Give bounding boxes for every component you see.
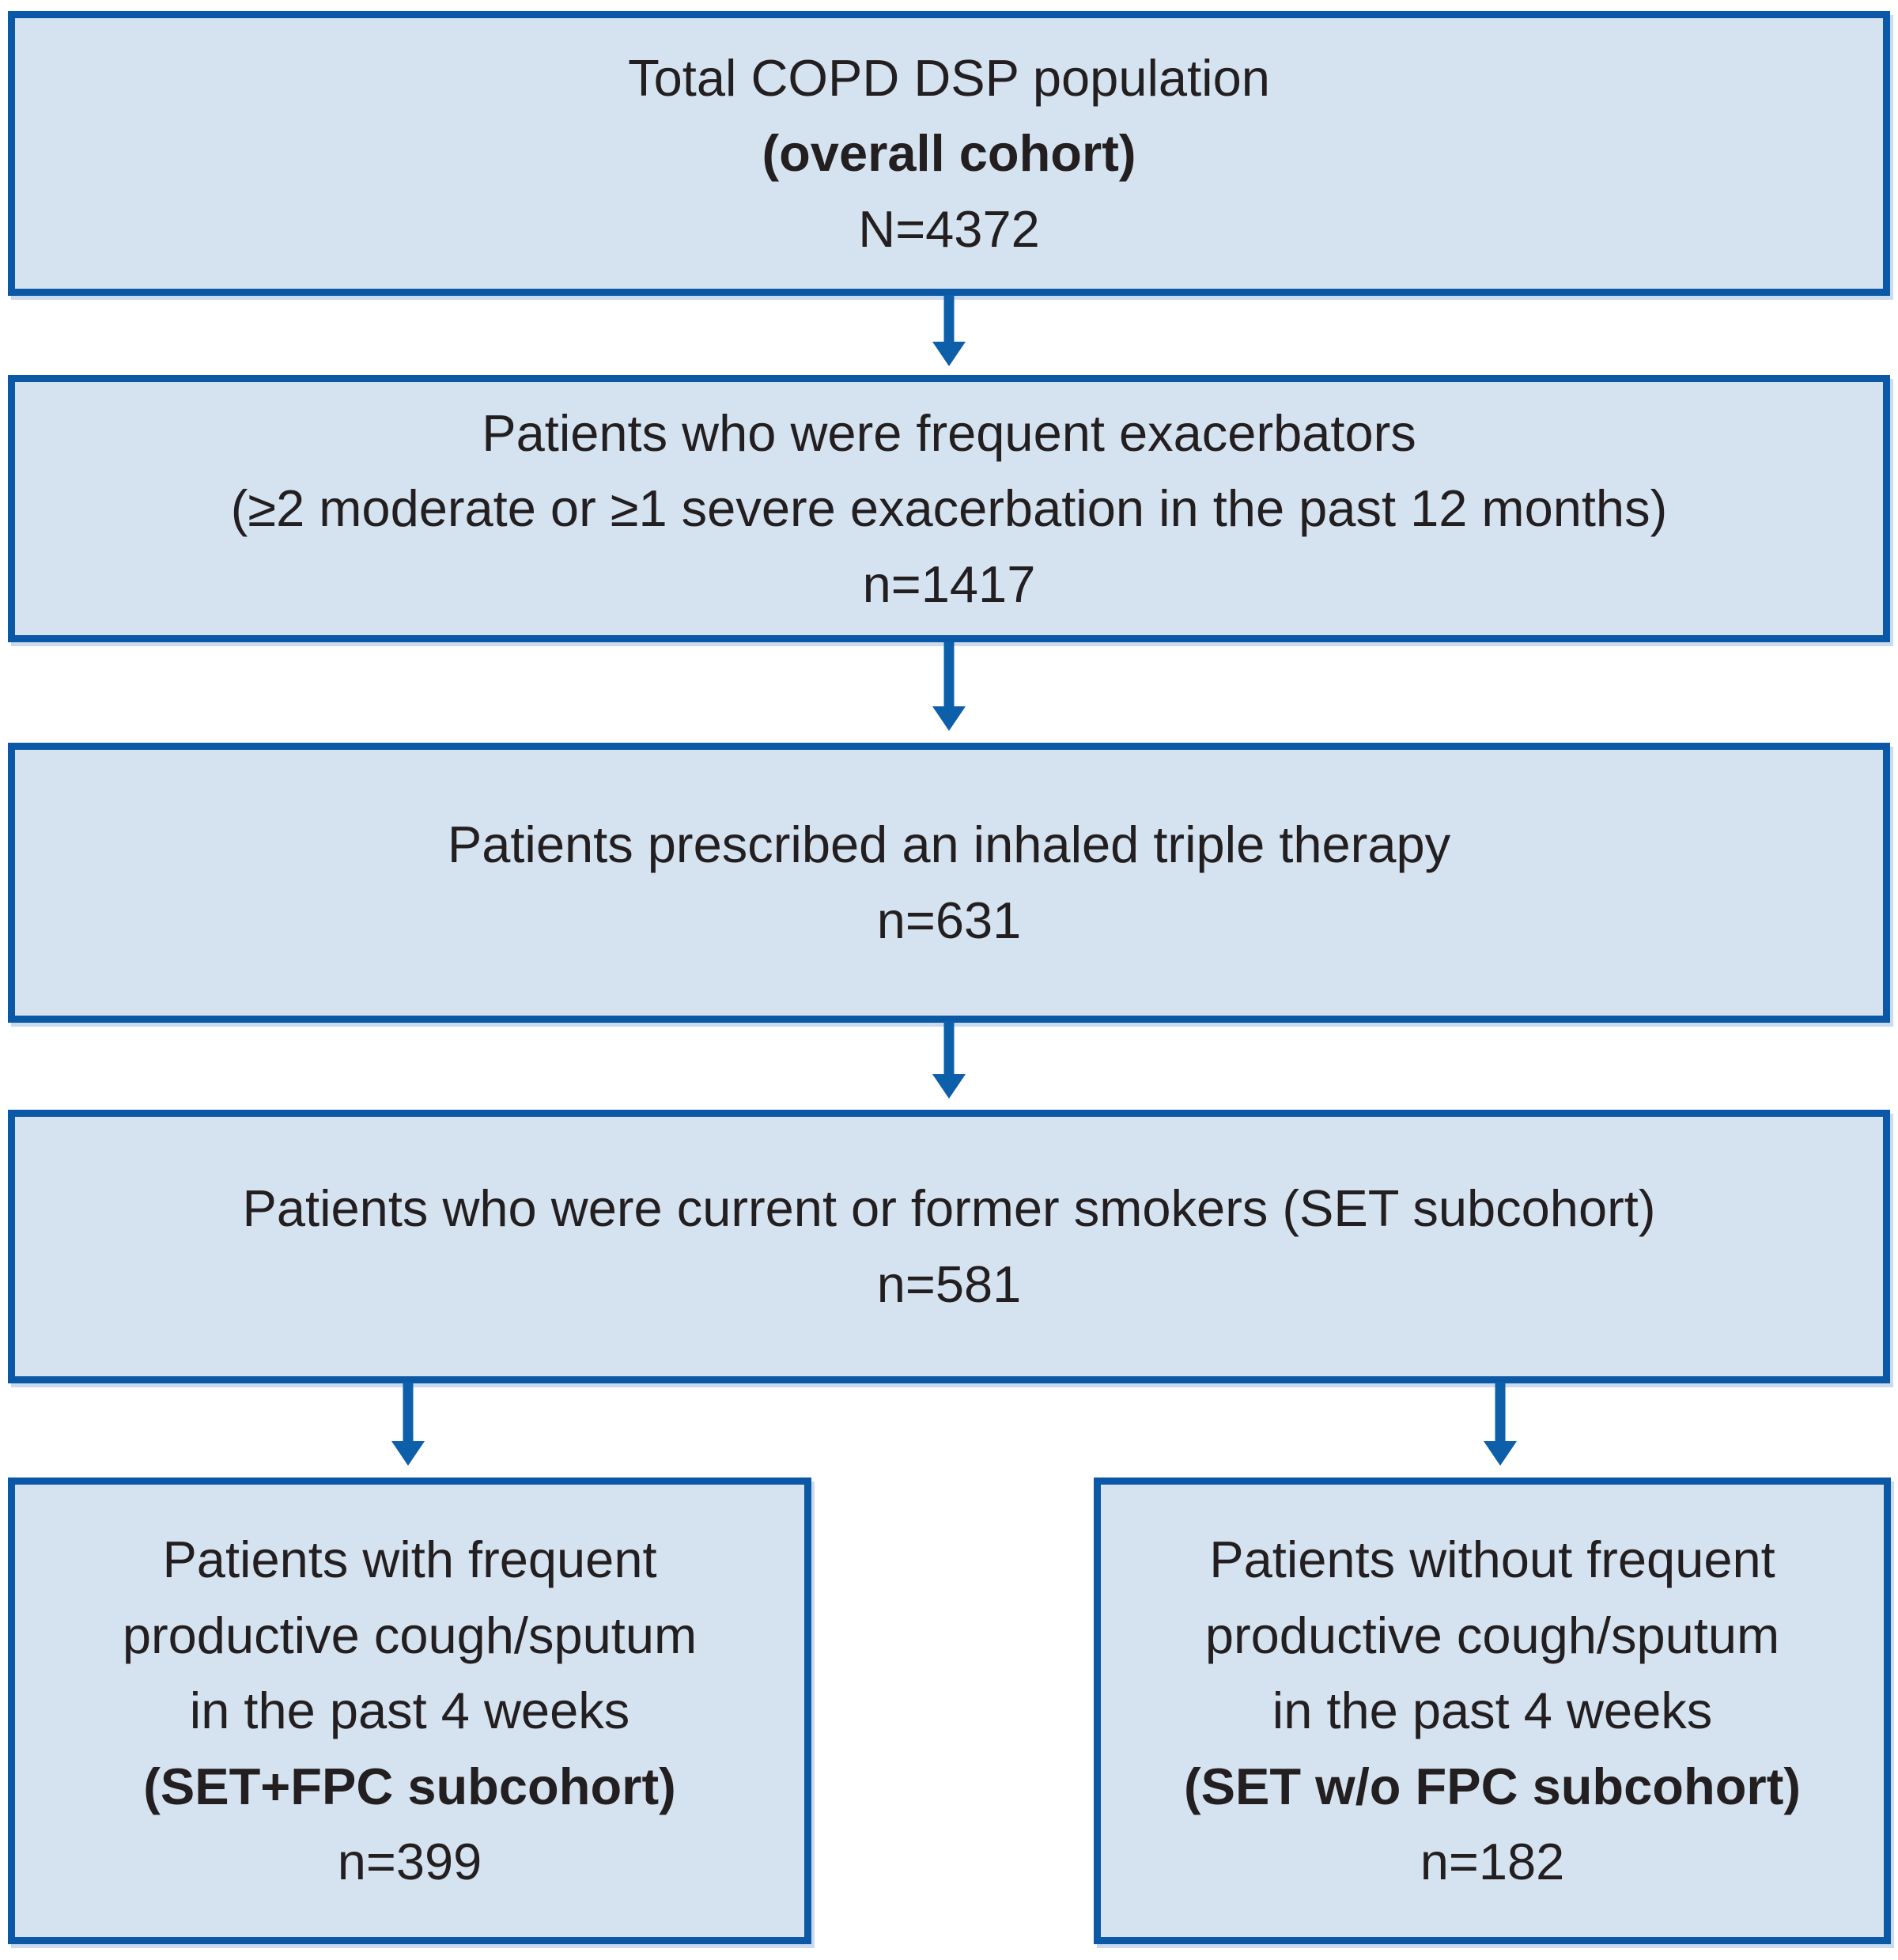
arrow-head [932, 1074, 966, 1099]
arrow-down-icon [932, 1021, 966, 1099]
box-title: Patients who were current or former smok… [242, 1179, 1656, 1238]
arrow-down-left-branch-icon [391, 1382, 425, 1466]
arrow-stem [943, 295, 955, 342]
arrow-down-right-branch-icon [1483, 1382, 1518, 1466]
box-cohort-label: (SET w/o FPC subcohort) [1184, 1757, 1801, 1815]
arrow-stem [403, 1382, 414, 1442]
flow-box-frequent-exacerbators: Patients who were frequent exacerbators … [8, 375, 1890, 642]
box-title: Patients with frequent [162, 1531, 657, 1589]
arrow-head [1484, 1441, 1517, 1466]
box-title: Patients without frequent [1209, 1531, 1775, 1589]
arrow-head [932, 706, 966, 731]
box-title: Patients prescribed an inhaled triple th… [447, 815, 1451, 874]
flow-box-overall-cohort: Total COPD DSP population (overall cohor… [8, 11, 1890, 296]
box-count: n=1417 [862, 554, 1036, 613]
box-title: Patients who were frequent exacerbators [482, 403, 1416, 462]
flow-box-set-fpc-subcohort: Patients with frequent productive cough/… [8, 1478, 811, 1944]
arrow-down-icon [932, 642, 966, 731]
box-count: n=182 [1420, 1833, 1565, 1891]
box-criteria: (≥2 moderate or ≥1 severe exacerbation i… [230, 479, 1668, 538]
box-count: n=399 [337, 1833, 482, 1891]
box-count: N=4372 [858, 199, 1040, 258]
box-title: Total COPD DSP population [628, 48, 1270, 107]
arrow-down-icon [932, 295, 966, 366]
box-cohort-label: (overall cohort) [762, 124, 1136, 183]
flow-box-set-subcohort: Patients who were current or former smok… [8, 1110, 1890, 1383]
arrow-head [932, 342, 966, 366]
arrow-stem [943, 642, 955, 707]
box-title: in the past 4 weeks [189, 1682, 630, 1740]
box-cohort-label: (SET+FPC subcohort) [143, 1757, 676, 1815]
box-title: productive cough/sputum [122, 1606, 698, 1664]
box-title: in the past 4 weeks [1272, 1682, 1713, 1740]
box-count: n=581 [876, 1255, 1022, 1313]
arrow-head [391, 1441, 425, 1466]
box-count: n=631 [876, 891, 1022, 949]
box-title: productive cough/sputum [1204, 1606, 1780, 1664]
flow-box-inhaled-triple-therapy: Patients prescribed an inhaled triple th… [8, 743, 1890, 1023]
arrow-stem [1495, 1382, 1506, 1442]
flow-box-set-wo-fpc-subcohort: Patients without frequent productive cou… [1094, 1478, 1891, 1944]
arrow-stem [943, 1021, 955, 1075]
